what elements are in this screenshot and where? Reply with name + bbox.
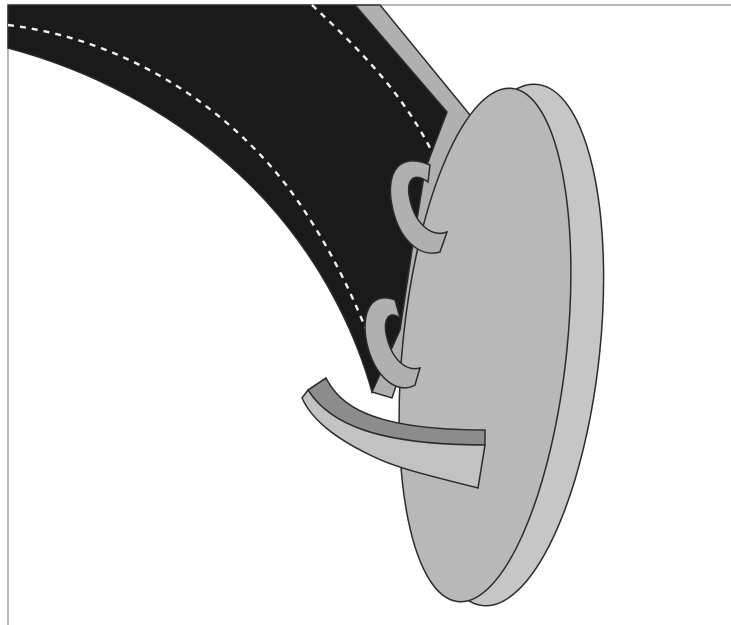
strap-hook-illustration <box>0 0 731 625</box>
illustration-stage <box>0 0 731 625</box>
